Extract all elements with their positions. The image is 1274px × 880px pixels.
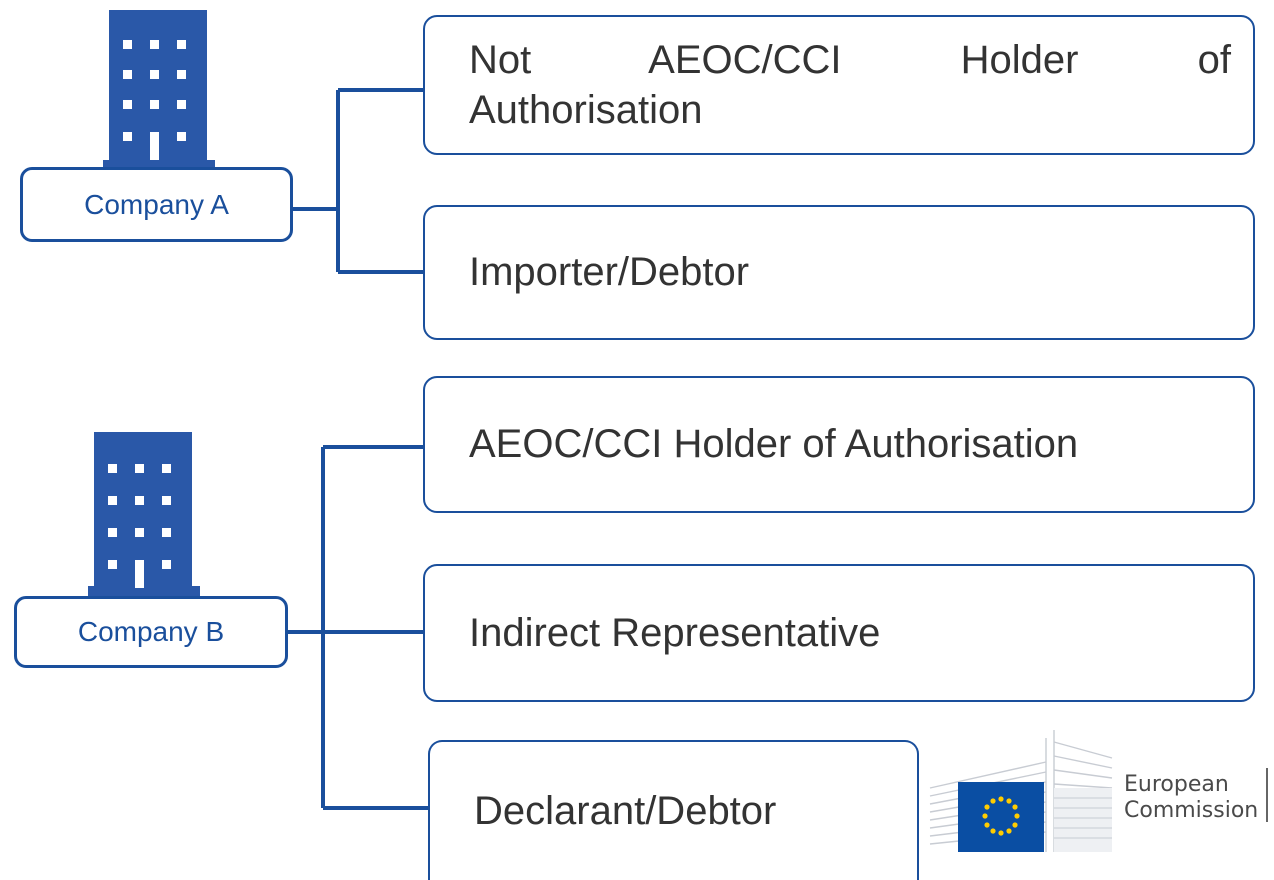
role-box-indirect-rep: Indirect Representative bbox=[423, 564, 1255, 702]
commission-building-graphic bbox=[929, 730, 1113, 852]
commission-wordmark: European Commission bbox=[1124, 772, 1258, 824]
role-box-declarant: Declarant/Debtor bbox=[428, 740, 919, 880]
role-box-aeoc-holder: AEOC/CCI Holder of Authorisation bbox=[423, 376, 1255, 513]
company-a-label: Company A bbox=[20, 167, 293, 242]
building-icon bbox=[88, 432, 200, 596]
role-indirect-representative: Indirect Representative bbox=[469, 610, 881, 655]
role-box-importer: Importer/Debtor bbox=[423, 205, 1255, 340]
role-aeoc-holder: AEOC/CCI Holder of Authorisation bbox=[469, 422, 1079, 466]
eu-flag bbox=[958, 782, 1044, 852]
commission-wordmark-line1: European bbox=[1124, 772, 1229, 797]
role-box-not-aeoc: Not AEOC/CCI Holder of Authorisation bbox=[423, 15, 1255, 155]
commission-wordmark-line2: Commission bbox=[1124, 798, 1259, 823]
building-icon bbox=[103, 10, 215, 170]
company-a-text: Company A bbox=[84, 188, 229, 220]
role-declarant-debtor: Declarant/Debtor bbox=[474, 788, 777, 833]
role-not-aeoc-line2: Authorisation bbox=[469, 88, 703, 132]
role-not-aeoc-line1: Not AEOC/CCI Holder of bbox=[469, 38, 1231, 82]
role-importer-debtor: Importer/Debtor bbox=[469, 250, 750, 294]
european-commission-logo: European Commission bbox=[926, 728, 1274, 858]
company-b-label: Company B bbox=[14, 596, 288, 668]
company-b-text: Company B bbox=[77, 616, 225, 647]
eu-stars bbox=[982, 796, 1020, 836]
logo-divider bbox=[1266, 768, 1268, 822]
